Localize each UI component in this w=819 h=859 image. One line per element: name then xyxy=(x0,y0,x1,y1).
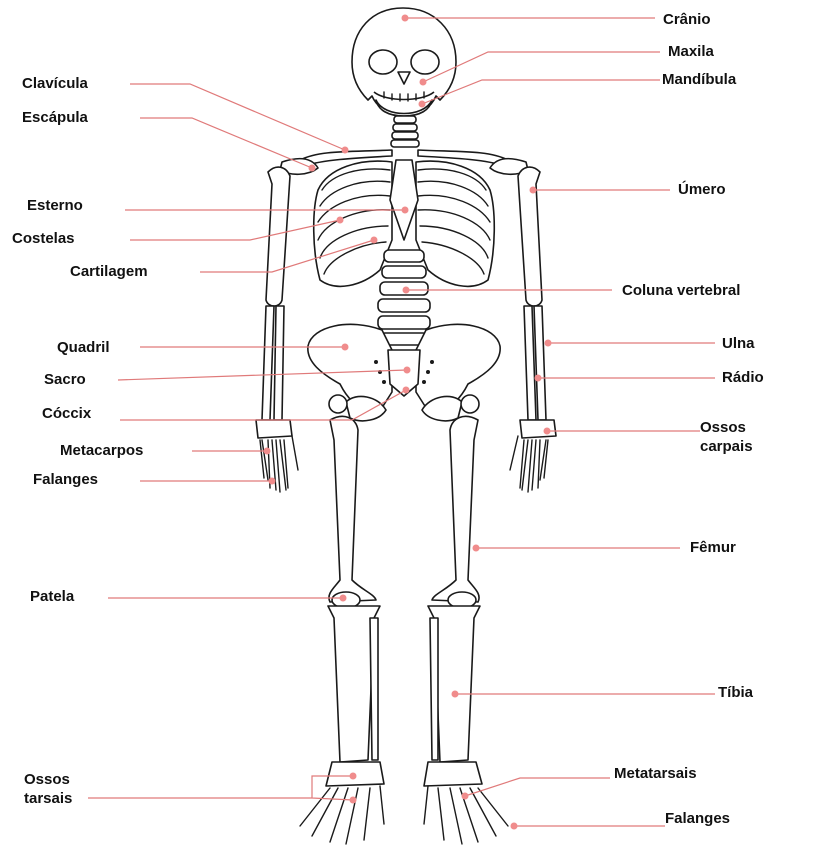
right-leg xyxy=(424,416,508,844)
label-metacarpos: Metacarpos xyxy=(60,442,143,459)
leader-maxila xyxy=(423,52,660,82)
label-cartilagem: Cartilagem xyxy=(70,263,148,280)
dot-cartilagem xyxy=(371,237,378,244)
dot-quadril xyxy=(342,344,349,351)
dot-mandibula xyxy=(419,101,426,108)
label-cranio: Crânio xyxy=(663,11,711,28)
lumbar-spine xyxy=(378,250,430,345)
leader-metatarsais xyxy=(465,778,610,796)
leader-clavicula xyxy=(130,84,345,150)
dot-tibia xyxy=(452,691,459,698)
label-maxila: Maxila xyxy=(668,43,715,60)
dot-tarsais-1 xyxy=(350,773,357,780)
dot-esterno xyxy=(402,207,409,214)
label-ossos-tarsais-2: tarsais xyxy=(24,790,72,807)
cervical-spine xyxy=(391,116,419,147)
dot-radio xyxy=(535,375,542,382)
label-ossos-tarsais-1: Ossos xyxy=(24,771,70,788)
label-costelas: Costelas xyxy=(12,230,75,247)
label-ossos-carpais-2: carpais xyxy=(700,438,753,455)
label-tibia: Tíbia xyxy=(718,684,754,701)
leader-tarsais xyxy=(88,776,353,800)
leader-mandibula xyxy=(422,80,660,104)
label-esterno: Esterno xyxy=(27,197,83,214)
dot-escapula xyxy=(309,165,316,172)
label-patela: Patela xyxy=(30,588,75,605)
right-arm xyxy=(510,167,556,492)
dot-coccix xyxy=(403,387,410,394)
skeleton-figure xyxy=(256,8,556,844)
label-coluna: Coluna vertebral xyxy=(622,282,740,299)
label-falanges-pe: Falanges xyxy=(665,810,730,827)
label-ossos-carpais-1: Ossos xyxy=(700,419,746,436)
label-clavicula: Clavícula xyxy=(22,75,89,92)
label-femur: Fêmur xyxy=(690,539,736,556)
dot-coluna xyxy=(403,287,410,294)
label-quadril: Quadril xyxy=(57,339,110,356)
dot-falanges-mao xyxy=(269,478,276,485)
dot-carpais xyxy=(544,428,551,435)
dot-maxila xyxy=(420,79,427,86)
dot-falanges-pe xyxy=(511,823,518,830)
dot-sacro xyxy=(404,367,411,374)
dot-metacarpos xyxy=(264,448,271,455)
label-falanges-mao: Falanges xyxy=(33,471,98,488)
label-coccix: Cóccix xyxy=(42,405,92,422)
label-umero: Úmero xyxy=(678,180,726,198)
dot-tarsais-2 xyxy=(350,797,357,804)
dot-umero xyxy=(530,187,537,194)
label-escapula: Escápula xyxy=(22,109,89,126)
dot-ulna xyxy=(545,340,552,347)
left-arm xyxy=(256,167,298,492)
dot-femur xyxy=(473,545,480,552)
dot-patela xyxy=(340,595,347,602)
labels: Crânio Maxila Mandíbula Clavícula Escápu… xyxy=(12,11,764,827)
label-metatarsais: Metatarsais xyxy=(614,765,697,782)
label-radio: Rádio xyxy=(722,369,764,386)
dot-metatarsais xyxy=(462,793,469,800)
label-ulna: Ulna xyxy=(722,335,755,352)
skull xyxy=(352,8,456,116)
dot-cranio xyxy=(402,15,409,22)
leader-costelas xyxy=(130,220,340,240)
dot-costelas xyxy=(337,217,344,224)
label-mandibula: Mandíbula xyxy=(662,71,737,88)
label-sacro: Sacro xyxy=(44,371,86,388)
dot-clavicula xyxy=(342,147,349,154)
